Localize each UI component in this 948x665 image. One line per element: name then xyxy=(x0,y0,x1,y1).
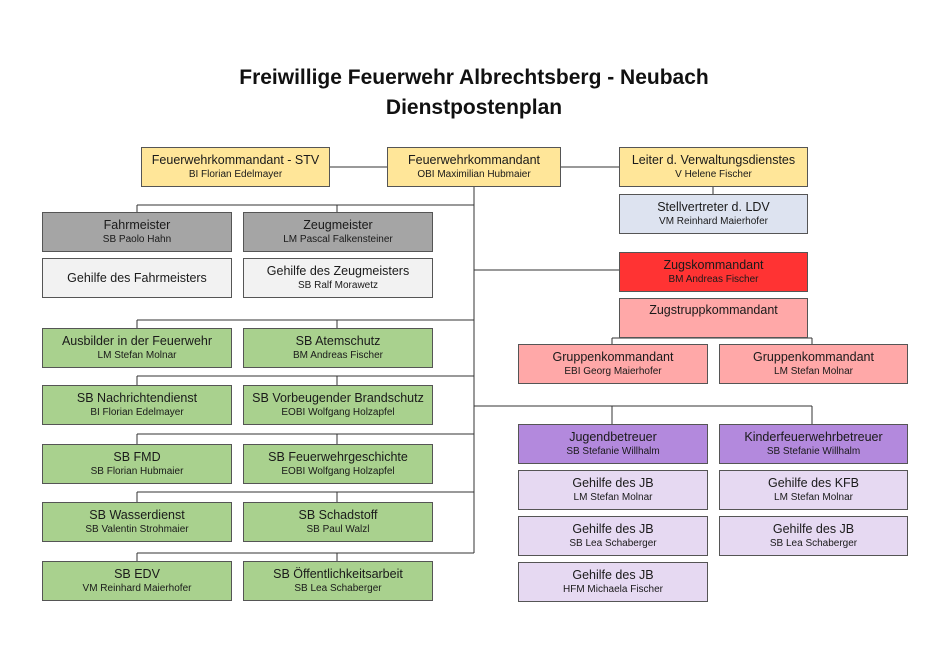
role-label: Feuerwehrkommandant - STV xyxy=(151,153,320,167)
person-label: EBI Georg Maierhofer xyxy=(564,366,662,377)
box-youth-assistant-1: Gehilfe des JB LM Stefan Molnar xyxy=(518,470,708,510)
person-label: LM Stefan Molnar xyxy=(774,492,853,503)
person-label: BM Andreas Fischer xyxy=(668,274,759,285)
role-label: Gehilfe des Zeugmeisters xyxy=(266,264,410,278)
role-label: Zeugmeister xyxy=(303,218,373,232)
role-label: Feuerwehrkommandant xyxy=(407,153,540,167)
box-it: SB EDV VM Reinhard Maierhofer xyxy=(42,561,232,601)
box-fleet-assistant: Gehilfe des Fahrmeisters xyxy=(42,258,232,298)
role-label: Kinderfeuerwehrbetreuer xyxy=(744,430,883,444)
box-admin-deputy: Stellvertreter d. LDV VM Reinhard Maierh… xyxy=(619,194,808,234)
role-label: Gehilfe des JB xyxy=(572,476,654,490)
person-label: HFM Michaela Fischer xyxy=(562,584,664,595)
box-public-relations: SB Öffentlichkeitsarbeit SB Lea Schaberg… xyxy=(243,561,433,601)
person-label: LM Pascal Falkensteiner xyxy=(283,234,393,245)
role-label: Zugskommandant xyxy=(663,258,764,272)
role-label: Gehilfe des KFB xyxy=(767,476,859,490)
person-label: SB Stefanie Willhalm xyxy=(566,446,660,457)
box-group-commander-2: Gruppenkommandant LM Stefan Molnar xyxy=(719,344,908,384)
person-label: LM Stefan Molnar xyxy=(97,350,177,361)
box-history: SB Feuerwehrgeschichte EOBI Wolfgang Hol… xyxy=(243,444,433,484)
box-platoon-squad-leader: Zugstruppkommandant xyxy=(619,298,808,338)
box-youth-assistant-2: Gehilfe des JB SB Lea Schaberger xyxy=(518,516,708,556)
role-label: Jugendbetreuer xyxy=(569,430,657,444)
box-fmd: SB FMD SB Florian Hubmaier xyxy=(42,444,232,484)
role-label: SB Schadstoff xyxy=(298,508,378,522)
box-fire-prevention: SB Vorbeugender Brandschutz EOBI Wolfgan… xyxy=(243,385,433,425)
box-youth-supervisor: Jugendbetreuer SB Stefanie Willhalm xyxy=(518,424,708,464)
chart-subtitle: Dienstpostenplan xyxy=(385,96,563,119)
person-label: EOBI Wolfgang Holzapfel xyxy=(281,407,395,418)
person-label: SB Lea Schaberger xyxy=(294,583,382,594)
role-label: Gruppenkommandant xyxy=(753,350,874,364)
box-communications: SB Nachrichtendienst BI Florian Edelmaye… xyxy=(42,385,232,425)
role-label: Gruppenkommandant xyxy=(552,350,674,364)
box-children-supervisor: Kinderfeuerwehrbetreuer SB Stefanie Will… xyxy=(719,424,908,464)
box-equipment-assistant: Gehilfe des Zeugmeisters SB Ralf Morawet… xyxy=(243,258,433,298)
role-label: Ausbilder in der Feuerwehr xyxy=(61,334,213,348)
box-hazmat: SB Schadstoff SB Paul Walzl xyxy=(243,502,433,542)
person-label: SB Florian Hubmaier xyxy=(90,466,184,477)
person-label: SB Ralf Morawetz xyxy=(297,280,379,291)
person-label: SB Valentin Strohmaier xyxy=(85,524,189,535)
box-instructor: Ausbilder in der Feuerwehr LM Stefan Mol… xyxy=(42,328,232,368)
role-label: SB EDV xyxy=(114,567,160,581)
person-label: BI Florian Edelmayer xyxy=(188,169,283,180)
box-breathing-protection: SB Atemschutz BM Andreas Fischer xyxy=(243,328,433,368)
role-label: Gehilfe des JB xyxy=(572,568,654,582)
person-label: V Helene Fischer xyxy=(675,169,752,180)
person-label: LM Stefan Molnar xyxy=(573,492,653,503)
role-label: SB Vorbeugender Brandschutz xyxy=(252,391,424,405)
box-admin-head: Leiter d. Verwaltungsdienstes V Helene F… xyxy=(619,147,808,187)
role-label: Gehilfe des Fahrmeisters xyxy=(67,270,207,285)
box-platoon-commander: Zugskommandant BM Andreas Fischer xyxy=(619,252,808,292)
person-label: LM Stefan Molnar xyxy=(774,366,853,377)
box-commander: Feuerwehrkommandant OBI Maximilian Hubma… xyxy=(387,147,561,187)
role-label: Leiter d. Verwaltungsdienstes xyxy=(631,153,796,167)
role-label: SB Nachrichtendienst xyxy=(76,391,198,405)
box-fleet-master: Fahrmeister SB Paolo Hahn xyxy=(42,212,232,252)
role-label: Fahrmeister xyxy=(103,218,171,232)
role-label: Zugstruppkommandant xyxy=(649,303,778,317)
person-label: EOBI Wolfgang Holzapfel xyxy=(281,466,395,477)
person-label: SB Lea Schaberger xyxy=(569,538,657,549)
box-group-commander-1: Gruppenkommandant EBI Georg Maierhofer xyxy=(518,344,708,384)
box-commander-deputy: Feuerwehrkommandant - STV BI Florian Ede… xyxy=(141,147,330,187)
role-label: SB FMD xyxy=(113,450,161,464)
person-label: SB Lea Schaberger xyxy=(769,538,858,549)
role-label: SB Atemschutz xyxy=(295,334,381,348)
box-equipment-master: Zeugmeister LM Pascal Falkensteiner xyxy=(243,212,433,252)
box-youth-assistant-3: Gehilfe des JB HFM Michaela Fischer xyxy=(518,562,708,602)
role-label: Stellvertreter d. LDV xyxy=(657,200,770,214)
person-label: OBI Maximilian Hubmaier xyxy=(417,169,531,180)
person-label: BM Andreas Fischer xyxy=(292,350,384,361)
person-label: VM Reinhard Maierhofer xyxy=(82,583,192,594)
role-label: Gehilfe des JB xyxy=(772,522,855,536)
chart-title: Freiwillige Feuerwehr Albrechtsberg - Ne… xyxy=(239,66,709,89)
box-children-assistant: Gehilfe des KFB LM Stefan Molnar xyxy=(719,470,908,510)
box-water-service: SB Wasserdienst SB Valentin Strohmaier xyxy=(42,502,232,542)
person-label: SB Paolo Hahn xyxy=(102,234,172,245)
person-label: SB Paul Walzl xyxy=(306,524,370,535)
person-label: BI Florian Edelmayer xyxy=(90,407,184,418)
person-label: VM Reinhard Maierhofer xyxy=(659,216,768,227)
role-label: SB Feuerwehrgeschichte xyxy=(268,450,408,464)
role-label: Gehilfe des JB xyxy=(572,522,654,536)
box-youth-assistant-kf: Gehilfe des JB SB Lea Schaberger xyxy=(719,516,908,556)
person-label: SB Stefanie Willhalm xyxy=(766,446,861,457)
role-label: SB Wasserdienst xyxy=(89,508,185,522)
role-label: SB Öffentlichkeitsarbeit xyxy=(273,567,403,581)
